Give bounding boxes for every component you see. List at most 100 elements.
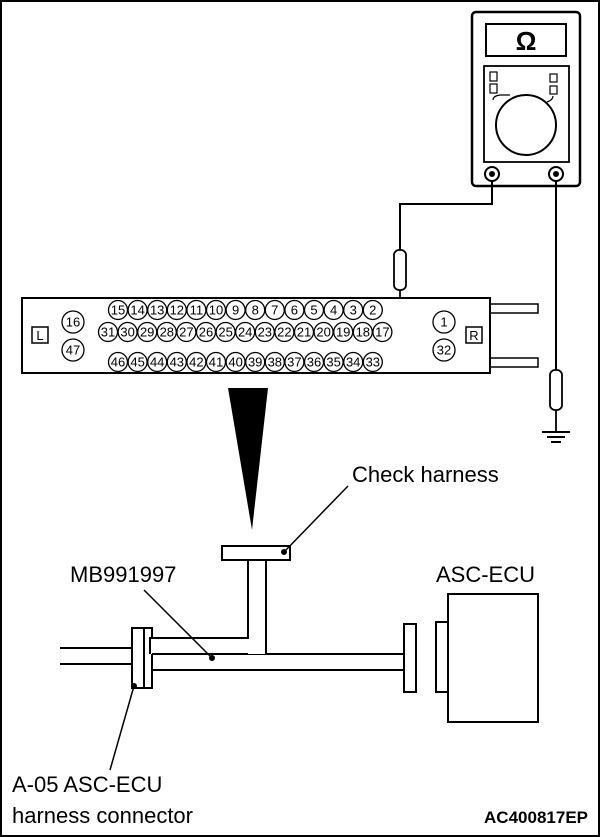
- pin-number: 47: [66, 343, 80, 358]
- pin-number: 20: [316, 325, 330, 340]
- pin-circle: [362, 351, 383, 373]
- pin-number: 13: [150, 303, 164, 318]
- leader-harness-connector: [109, 685, 135, 771]
- pin-circle: [61, 310, 85, 334]
- ohmmeter: Ω: [470, 10, 582, 188]
- pin-number: 1: [440, 315, 447, 330]
- leader-dot: [209, 655, 215, 661]
- label-check-harness: Check harness: [352, 462, 499, 487]
- leader-lines: [109, 485, 349, 771]
- probe-1: [393, 249, 407, 291]
- pin-number: 33: [366, 355, 380, 370]
- ecu-socket: [435, 621, 449, 693]
- pin-number: 38: [268, 355, 282, 370]
- pin-number: 7: [271, 303, 278, 318]
- meter-rotary-dial: [495, 94, 557, 156]
- pin-number: 16: [66, 315, 80, 330]
- pin-number: 29: [140, 325, 154, 340]
- label-asc-ecu: ASC-ECU: [436, 562, 535, 587]
- pin-number: 22: [277, 325, 291, 340]
- side-letter-right: R: [469, 328, 478, 343]
- pin-number: 23: [258, 325, 272, 340]
- pin-number: 34: [346, 355, 360, 370]
- pin-number: 28: [160, 325, 174, 340]
- pin-number: 9: [232, 303, 239, 318]
- pin-number: 46: [111, 355, 125, 370]
- pointer-triangle: [228, 388, 268, 530]
- leader-mb991997: [143, 589, 213, 659]
- meter-jack-v-pin: [553, 171, 559, 177]
- pin-number: 12: [170, 303, 184, 318]
- connector-latch: [489, 303, 539, 314]
- pin-number: 32: [437, 343, 451, 358]
- ecu-side-connector: [403, 623, 417, 693]
- pin-number: 30: [120, 325, 134, 340]
- pin-circle: [432, 310, 456, 334]
- leader-check-harness: [283, 485, 349, 553]
- meter-indicator: [489, 83, 498, 94]
- pin-number: 18: [356, 325, 370, 340]
- pin-number: 17: [375, 325, 389, 340]
- harness-assembly: [60, 545, 539, 723]
- label-harness-line2: harness connector: [12, 803, 193, 828]
- pin-number: 6: [291, 303, 298, 318]
- pin-number: 26: [199, 325, 213, 340]
- mb991997-cable: [151, 653, 405, 671]
- meter-trace: [546, 95, 554, 103]
- side-letter-left: L: [36, 328, 43, 343]
- leader-dot: [131, 683, 137, 689]
- meter-indicator: [549, 85, 558, 95]
- label-mb991997: MB991997: [70, 562, 176, 587]
- meter-trace: [492, 94, 510, 101]
- pin-number: 44: [150, 355, 164, 370]
- check-harness-connector: [221, 545, 291, 561]
- pin-number: 14: [130, 303, 144, 318]
- pin-number: 24: [238, 325, 252, 340]
- pin-number: 25: [218, 325, 232, 340]
- probe-2: [549, 369, 563, 411]
- side-marker-right: [465, 326, 483, 344]
- label-harness-line1: A-05 ASC-ECU: [12, 772, 162, 797]
- meter-display: [485, 23, 567, 57]
- leader-dot: [281, 549, 287, 555]
- figure-code: AC400817EP: [484, 808, 588, 827]
- meter-jack-com-pin: [489, 171, 495, 177]
- pin-number: 42: [189, 355, 203, 370]
- pin-number: 8: [252, 303, 259, 318]
- side-marker-left: [31, 326, 49, 344]
- connector-latch: [489, 357, 539, 368]
- pin-number: 39: [248, 355, 262, 370]
- pin-number: 19: [336, 325, 350, 340]
- pin-number: 35: [326, 355, 340, 370]
- pin-number: 40: [228, 355, 242, 370]
- pin-number: 11: [190, 303, 204, 318]
- asc-ecu-unit: [447, 593, 539, 723]
- pin-number: 5: [310, 303, 317, 318]
- meter-indicator: [489, 71, 498, 82]
- pin-number: 37: [287, 355, 301, 370]
- pin-number: 43: [170, 355, 184, 370]
- ground-icon: [542, 431, 570, 443]
- test-leads: [393, 181, 570, 443]
- pin-circle: [61, 338, 85, 362]
- pin-number: 21: [297, 325, 311, 340]
- pin-number: 15: [111, 303, 125, 318]
- cable-fill: [250, 562, 264, 653]
- meter-indicator: [549, 73, 558, 83]
- pin-circle: [362, 299, 383, 321]
- pin-circle: [372, 321, 393, 343]
- pin-number: 31: [101, 325, 115, 340]
- pin-number: 3: [350, 303, 357, 318]
- pin-number: 36: [307, 355, 321, 370]
- pin-number: 27: [179, 325, 193, 340]
- pin-number: 4: [330, 303, 337, 318]
- pin-number: 41: [209, 355, 223, 370]
- meter-display-symbol: Ω: [516, 26, 537, 56]
- cable-fill: [152, 640, 246, 653]
- harness-connector-plate: [131, 627, 145, 689]
- pin-number: 10: [209, 303, 223, 318]
